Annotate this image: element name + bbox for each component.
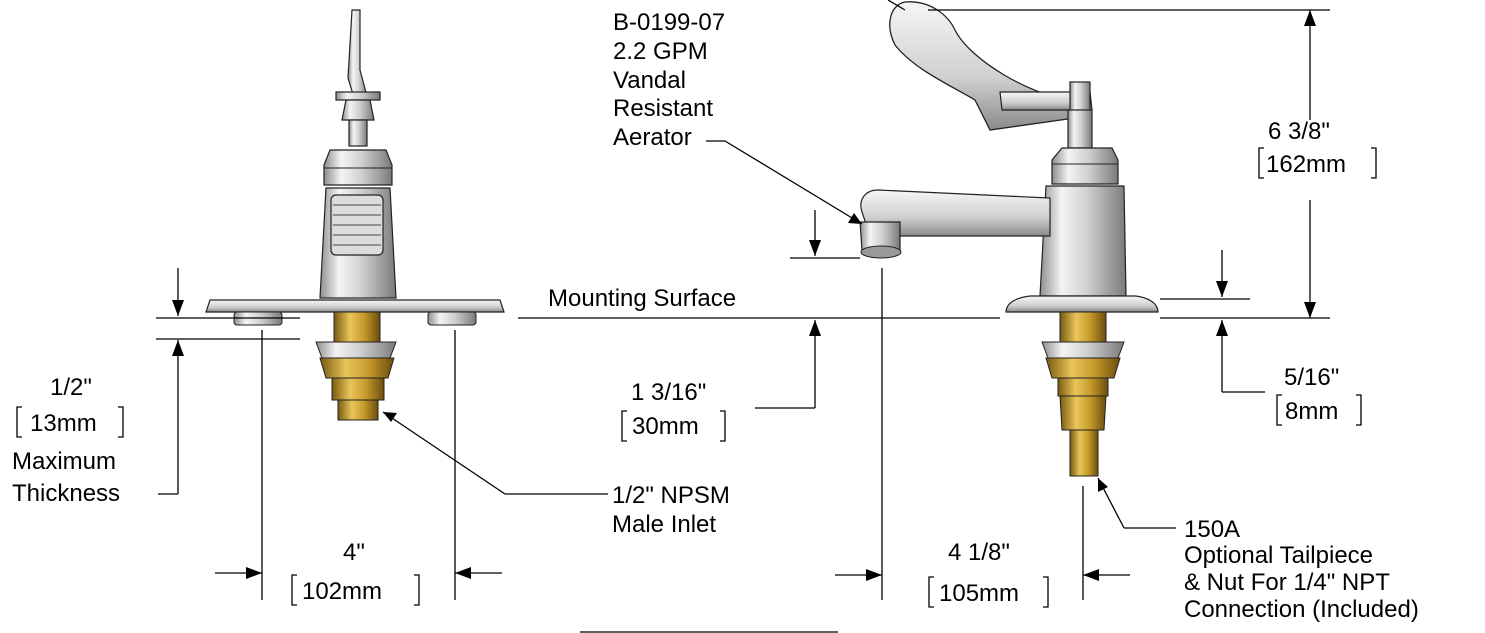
metric-brackets <box>16 147 1377 608</box>
spout-height-imperial: 1 3/16" <box>631 379 706 406</box>
centers-metric: 102mm <box>302 578 382 605</box>
flange-height-metric: 8mm <box>1285 398 1338 425</box>
max-thickness-imperial: 1/2" <box>50 374 92 401</box>
overall-height-imperial: 6 3/8" <box>1268 118 1330 145</box>
aerator-desc-line1: Vandal <box>613 67 686 94</box>
aerator-part-number: B-0199-07 <box>613 9 725 36</box>
centers-imperial: 4" <box>343 539 365 566</box>
max-thickness-metric: 13mm <box>30 410 97 437</box>
reach-imperial: 4 1/8" <box>948 539 1010 566</box>
front-view-faucet <box>205 9 505 421</box>
mounting-surface-label: Mounting Surface <box>548 285 736 312</box>
side-view-faucet <box>859 1 1159 477</box>
tailpiece-desc-line3: Connection (Included) <box>1184 596 1419 623</box>
aerator-desc-line2: Resistant <box>613 95 713 122</box>
tailpiece-desc-line1: Optional Tailpiece <box>1184 542 1373 569</box>
spout-height-metric: 30mm <box>632 413 699 440</box>
tailpiece-desc-line2: & Nut For 1/4" NPT <box>1184 569 1390 596</box>
flange-height-imperial: 5/16" <box>1284 364 1339 391</box>
dimension-lines <box>156 0 1330 633</box>
inlet-label-line1: 1/2" NPSM <box>612 482 730 509</box>
max-thickness-label2: Thickness <box>12 480 120 507</box>
aerator-desc-line3: Aerator <box>613 124 692 151</box>
overall-height-metric: 162mm <box>1266 151 1346 178</box>
max-thickness-label1: Maximum <box>12 448 116 475</box>
aerator-flow-rate: 2.2 GPM <box>613 38 708 65</box>
tailpiece-part-number: 150A <box>1184 516 1240 543</box>
reach-metric: 105mm <box>939 580 1019 607</box>
inlet-label-line2: Male Inlet <box>612 511 716 538</box>
